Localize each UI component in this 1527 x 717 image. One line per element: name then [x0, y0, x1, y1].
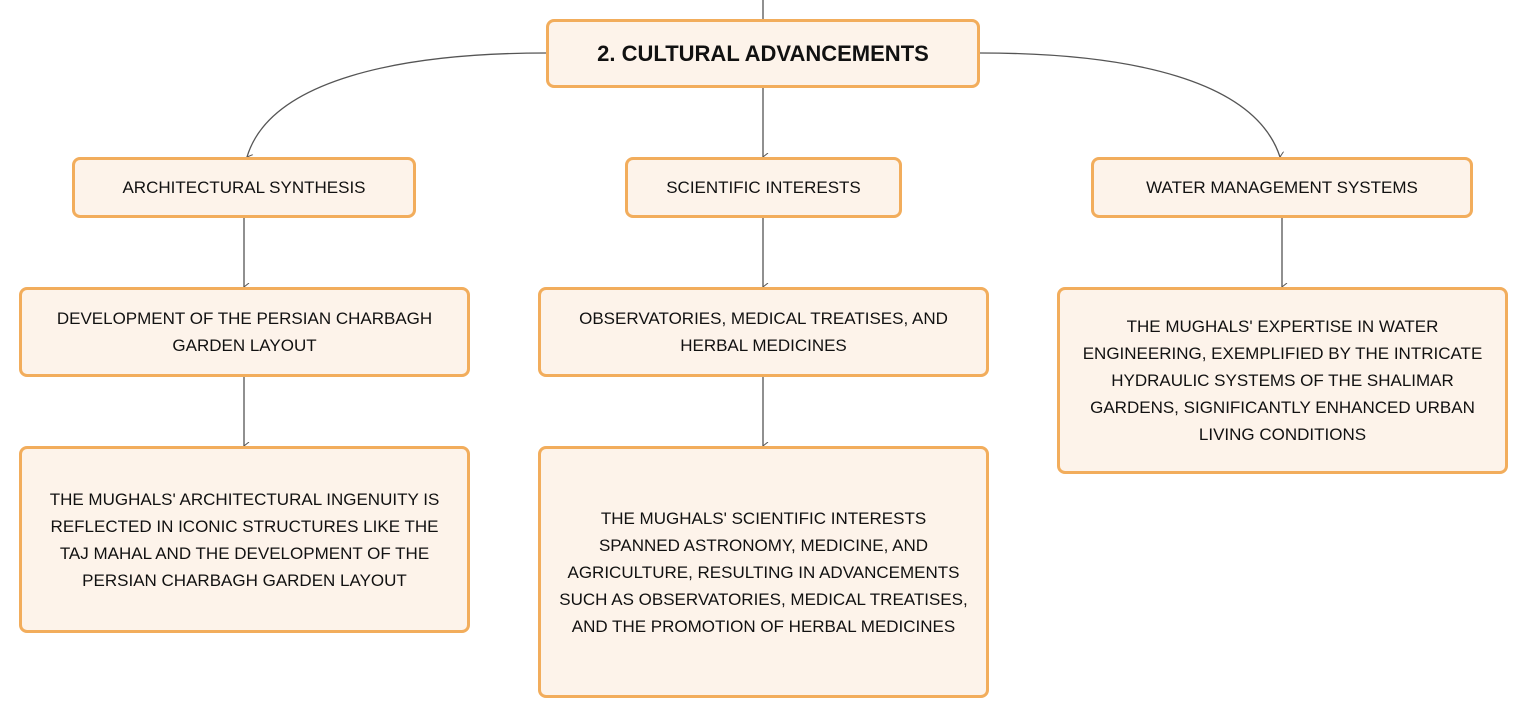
connector-root-to-architectural-synthesis: [247, 52, 547, 157]
branch-node-label: WATER MANAGEMENT SYSTEMS: [1146, 178, 1418, 197]
detail-node-scientific-interests[interactable]: THE MUGHALS' SCIENTIFIC INTERESTS SPANNE…: [538, 446, 989, 698]
detail-node-water-management-systems[interactable]: THE MUGHALS' EXPERTISE IN WATER ENGINEER…: [1057, 287, 1508, 474]
summary-node-scientific-interests[interactable]: OBSERVATORIES, MEDICAL TREATISES, AND HE…: [538, 287, 989, 377]
detail-node-text: THE MUGHALS' EXPERTISE IN WATER ENGINEER…: [1082, 317, 1483, 444]
branch-node-scientific-interests[interactable]: SCIENTIFIC INTERESTS: [625, 157, 902, 218]
branch-node-label: SCIENTIFIC INTERESTS: [666, 178, 861, 197]
branch-node-label: ARCHITECTURAL SYNTHESIS: [122, 178, 366, 197]
detail-node-text: THE MUGHALS' ARCHITECTURAL INGENUITY IS …: [49, 489, 440, 590]
summary-node-text: DEVELOPMENT OF THE PERSIAN CHARBAGH GARD…: [56, 309, 433, 355]
summary-node-architectural-synthesis[interactable]: DEVELOPMENT OF THE PERSIAN CHARBAGH GARD…: [19, 287, 470, 377]
detail-node-text: THE MUGHALS' SCIENTIFIC INTERESTS SPANNE…: [559, 508, 968, 636]
connector-root-to-water-management-systems: [979, 52, 1280, 157]
branch-node-architectural-synthesis[interactable]: ARCHITECTURAL SYNTHESIS: [72, 157, 416, 218]
branch-node-water-management-systems[interactable]: WATER MANAGEMENT SYSTEMS: [1091, 157, 1473, 218]
summary-node-text: OBSERVATORIES, MEDICAL TREATISES, AND HE…: [579, 309, 948, 355]
root-node-label: 2. CULTURAL ADVANCEMENTS: [597, 41, 929, 66]
detail-node-architectural-synthesis[interactable]: THE MUGHALS' ARCHITECTURAL INGENUITY IS …: [19, 446, 470, 633]
root-node-cultural-advancements[interactable]: 2. CULTURAL ADVANCEMENTS: [546, 19, 980, 88]
